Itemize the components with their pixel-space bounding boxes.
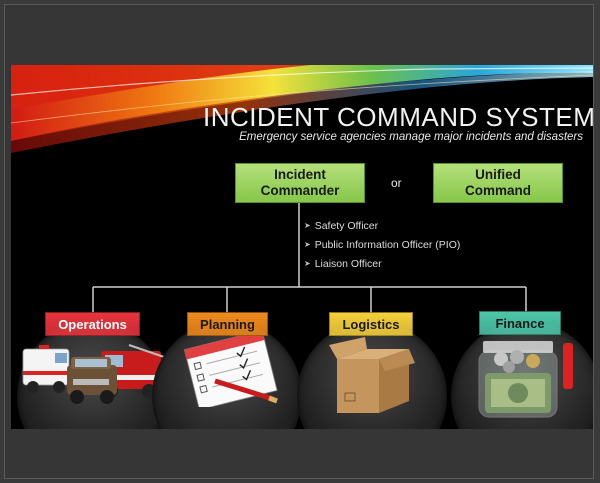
unified-command-box: Unified Command <box>433 163 563 203</box>
cardboard-box-icon <box>329 337 415 413</box>
arrow-bullet-icon: ➤ <box>304 240 311 249</box>
checklist-icon <box>183 335 278 407</box>
rainbow-swoosh-decoration <box>11 65 593 153</box>
slide-subtitle: Emergency service agencies manage major … <box>239 131 583 143</box>
arrow-bullet-icon: ➤ <box>304 259 311 268</box>
or-label: or <box>391 176 402 190</box>
command-staff-list: ➤ Safety Officer ➤ Public Information Of… <box>304 216 460 273</box>
presentation-canvas: INCIDENT COMMAND SYSTEM Emergency servic… <box>4 4 594 479</box>
section-label-finance: Finance <box>479 311 561 335</box>
arrow-bullet-icon: ➤ <box>304 221 311 230</box>
section-label-logistics: Logistics <box>329 312 413 336</box>
slide-title: INCIDENT COMMAND SYSTEM <box>203 102 593 132</box>
slide: INCIDENT COMMAND SYSTEM Emergency servic… <box>11 65 593 429</box>
section-label-planning: Planning <box>187 312 268 336</box>
incident-commander-box: Incident Commander <box>235 163 365 203</box>
staff-item-pio: ➤ Public Information Officer (PIO) <box>304 238 461 251</box>
org-chart-connectors <box>92 203 527 313</box>
section-label-operations: Operations <box>45 312 140 336</box>
money-jar-icon <box>478 341 573 418</box>
staff-item-liaison-officer: ➤ Liaison Officer <box>304 257 382 270</box>
staff-item-safety-officer: ➤ Safety Officer <box>304 219 379 232</box>
emergency-vehicles-icon <box>22 344 165 404</box>
